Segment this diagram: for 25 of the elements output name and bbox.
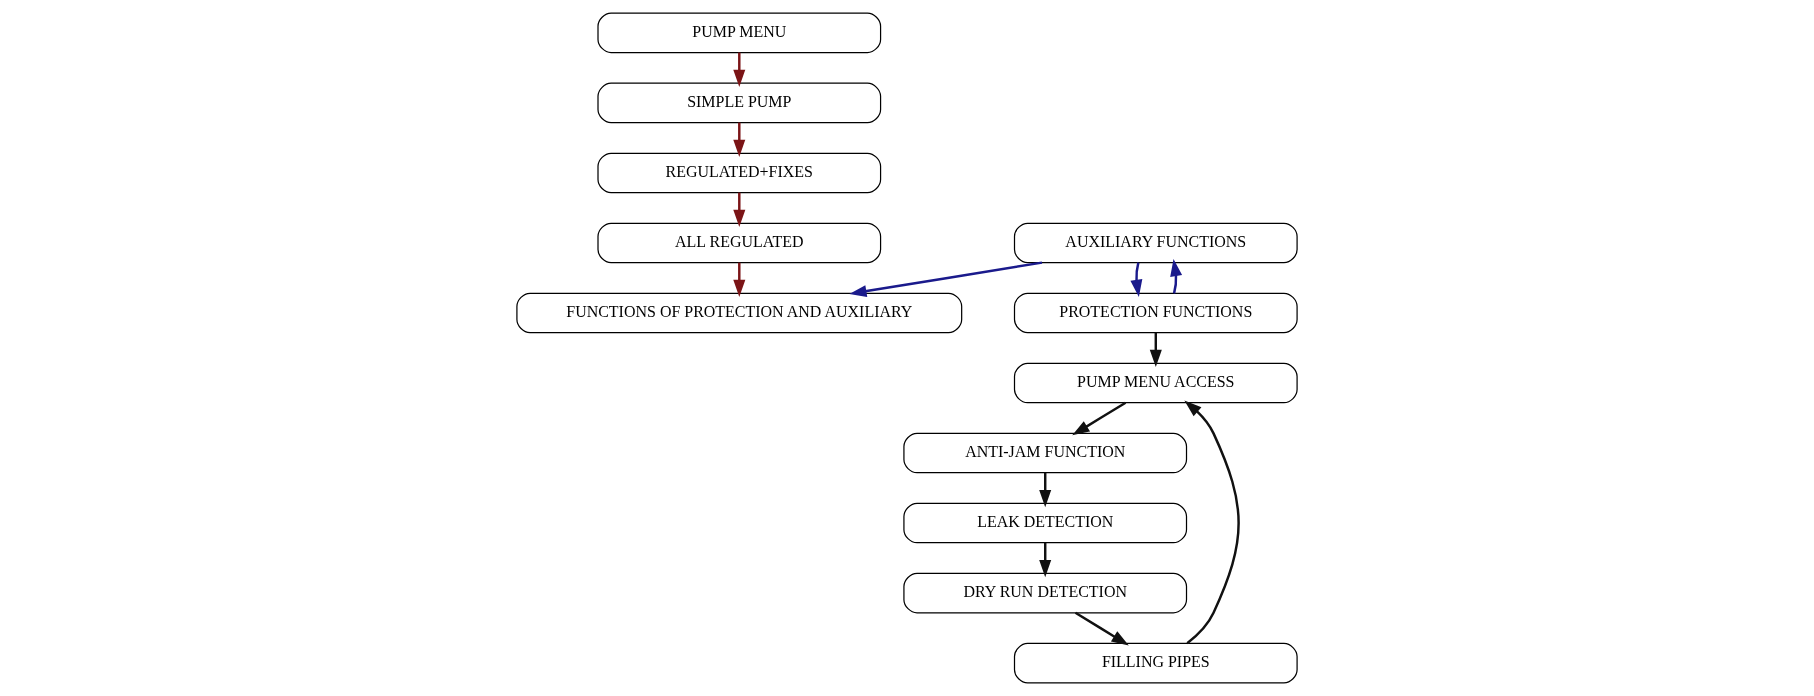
node-box: DRY RUN DETECTION (903, 572, 1188, 614)
arrow (1039, 542, 1052, 578)
node-box: SIMPLE PUMP (597, 82, 882, 124)
arrow (1072, 401, 1127, 436)
node-box: LEAK DETECTION (903, 502, 1188, 544)
arrow (733, 192, 746, 227)
arrow (1074, 611, 1129, 646)
node-box: PUMP MENU ACCESS (1013, 362, 1298, 404)
node-box: ANTI-JAM FUNCTION (903, 432, 1188, 474)
arrow (733, 52, 746, 87)
node-box: FUNCTIONS OF PROTECTION AND AUXILIARY (516, 292, 963, 334)
node-box: REGULATED+FIXES (597, 152, 882, 194)
arrow (1170, 258, 1183, 294)
node-box: ALL REGULATED (597, 222, 882, 264)
node-box: FILLING PIPES (1013, 642, 1298, 684)
arrow (1184, 400, 1240, 645)
node-box: PUMP MENU (597, 12, 882, 54)
node-box: PROTECTION FUNCTIONS (1013, 292, 1298, 334)
arrow (849, 261, 1043, 298)
arrow (733, 122, 746, 157)
arrow (1149, 332, 1162, 368)
arrow (733, 262, 746, 298)
arrow (1130, 262, 1143, 297)
arrow (1039, 472, 1052, 508)
node-box: AUXILIARY FUNCTIONS (1013, 222, 1298, 264)
